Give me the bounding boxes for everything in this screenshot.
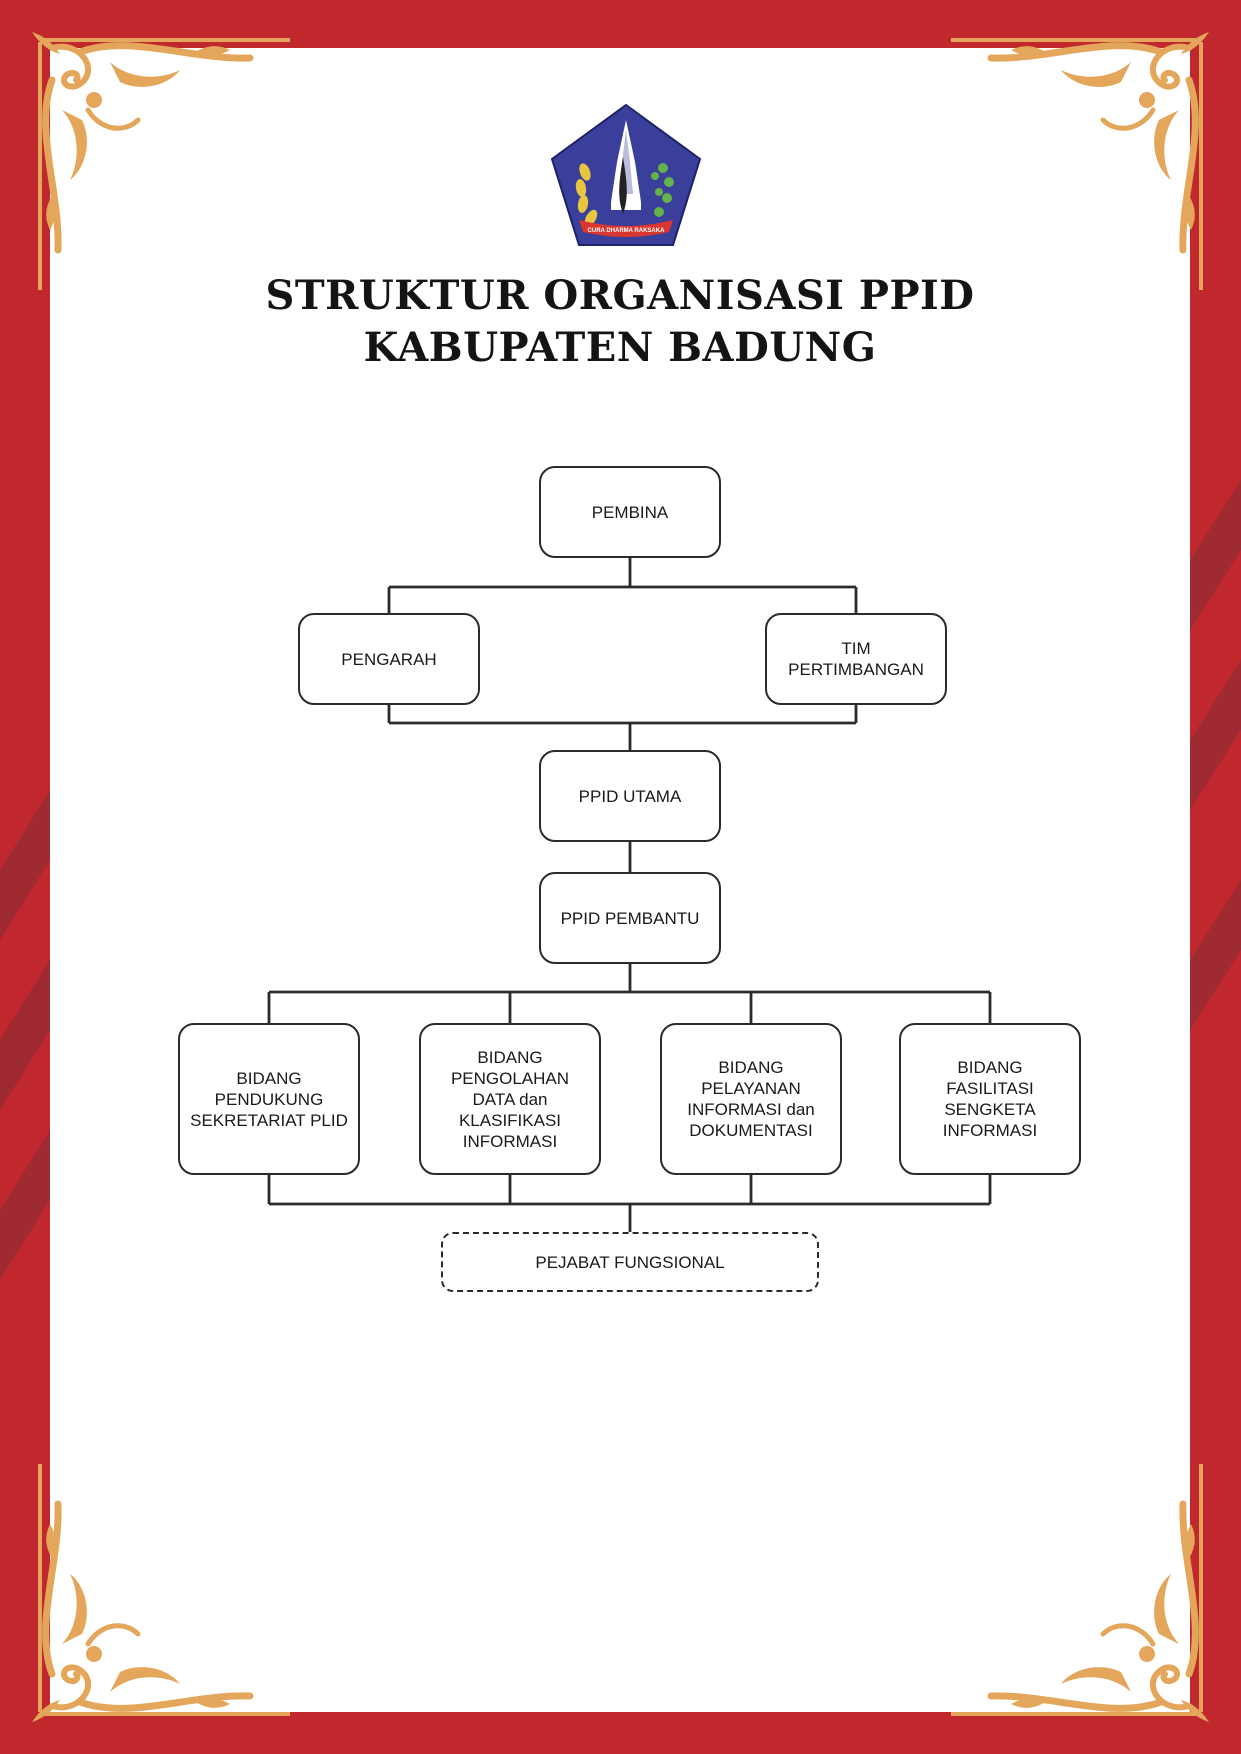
node-pejabat-fungsional: PEJABAT FUNGSIONAL <box>441 1232 819 1292</box>
node-pengarah: PENGARAH <box>298 613 480 705</box>
node-bidang-pelayanan: BIDANG PELAYANAN INFORMASI dan DOKUMENTA… <box>660 1023 842 1175</box>
node-bidang-pengolahan: BIDANG PENGOLAHAN DATA dan KLASIFIKASI I… <box>419 1023 601 1175</box>
logo-motto: CURA DHARMA RAKSAKA <box>588 228 666 234</box>
page-title: STRUKTUR ORGANISASI PPID KABUPATEN BADUN… <box>170 270 1070 374</box>
node-bidang-pendukung: BIDANG PENDUKUNG SEKRETARIAT PLID <box>178 1023 360 1175</box>
node-tim-pertimbangan: TIM PERTIMBANGAN <box>765 613 947 705</box>
badung-emblem-logo: CURA DHARMA RAKSAKA <box>550 103 702 246</box>
node-pembina: PEMBINA <box>539 466 721 558</box>
title-line-1: STRUKTUR ORGANISASI PPID <box>265 272 975 319</box>
node-bidang-fasilitasi: BIDANG FASILITASI SENGKETA INFORMASI <box>899 1023 1081 1175</box>
title-line-2: KABUPATEN BADUNG <box>363 324 877 371</box>
node-ppid-pembantu: PPID PEMBANTU <box>539 872 721 964</box>
node-ppid-utama: PPID UTAMA <box>539 750 721 842</box>
